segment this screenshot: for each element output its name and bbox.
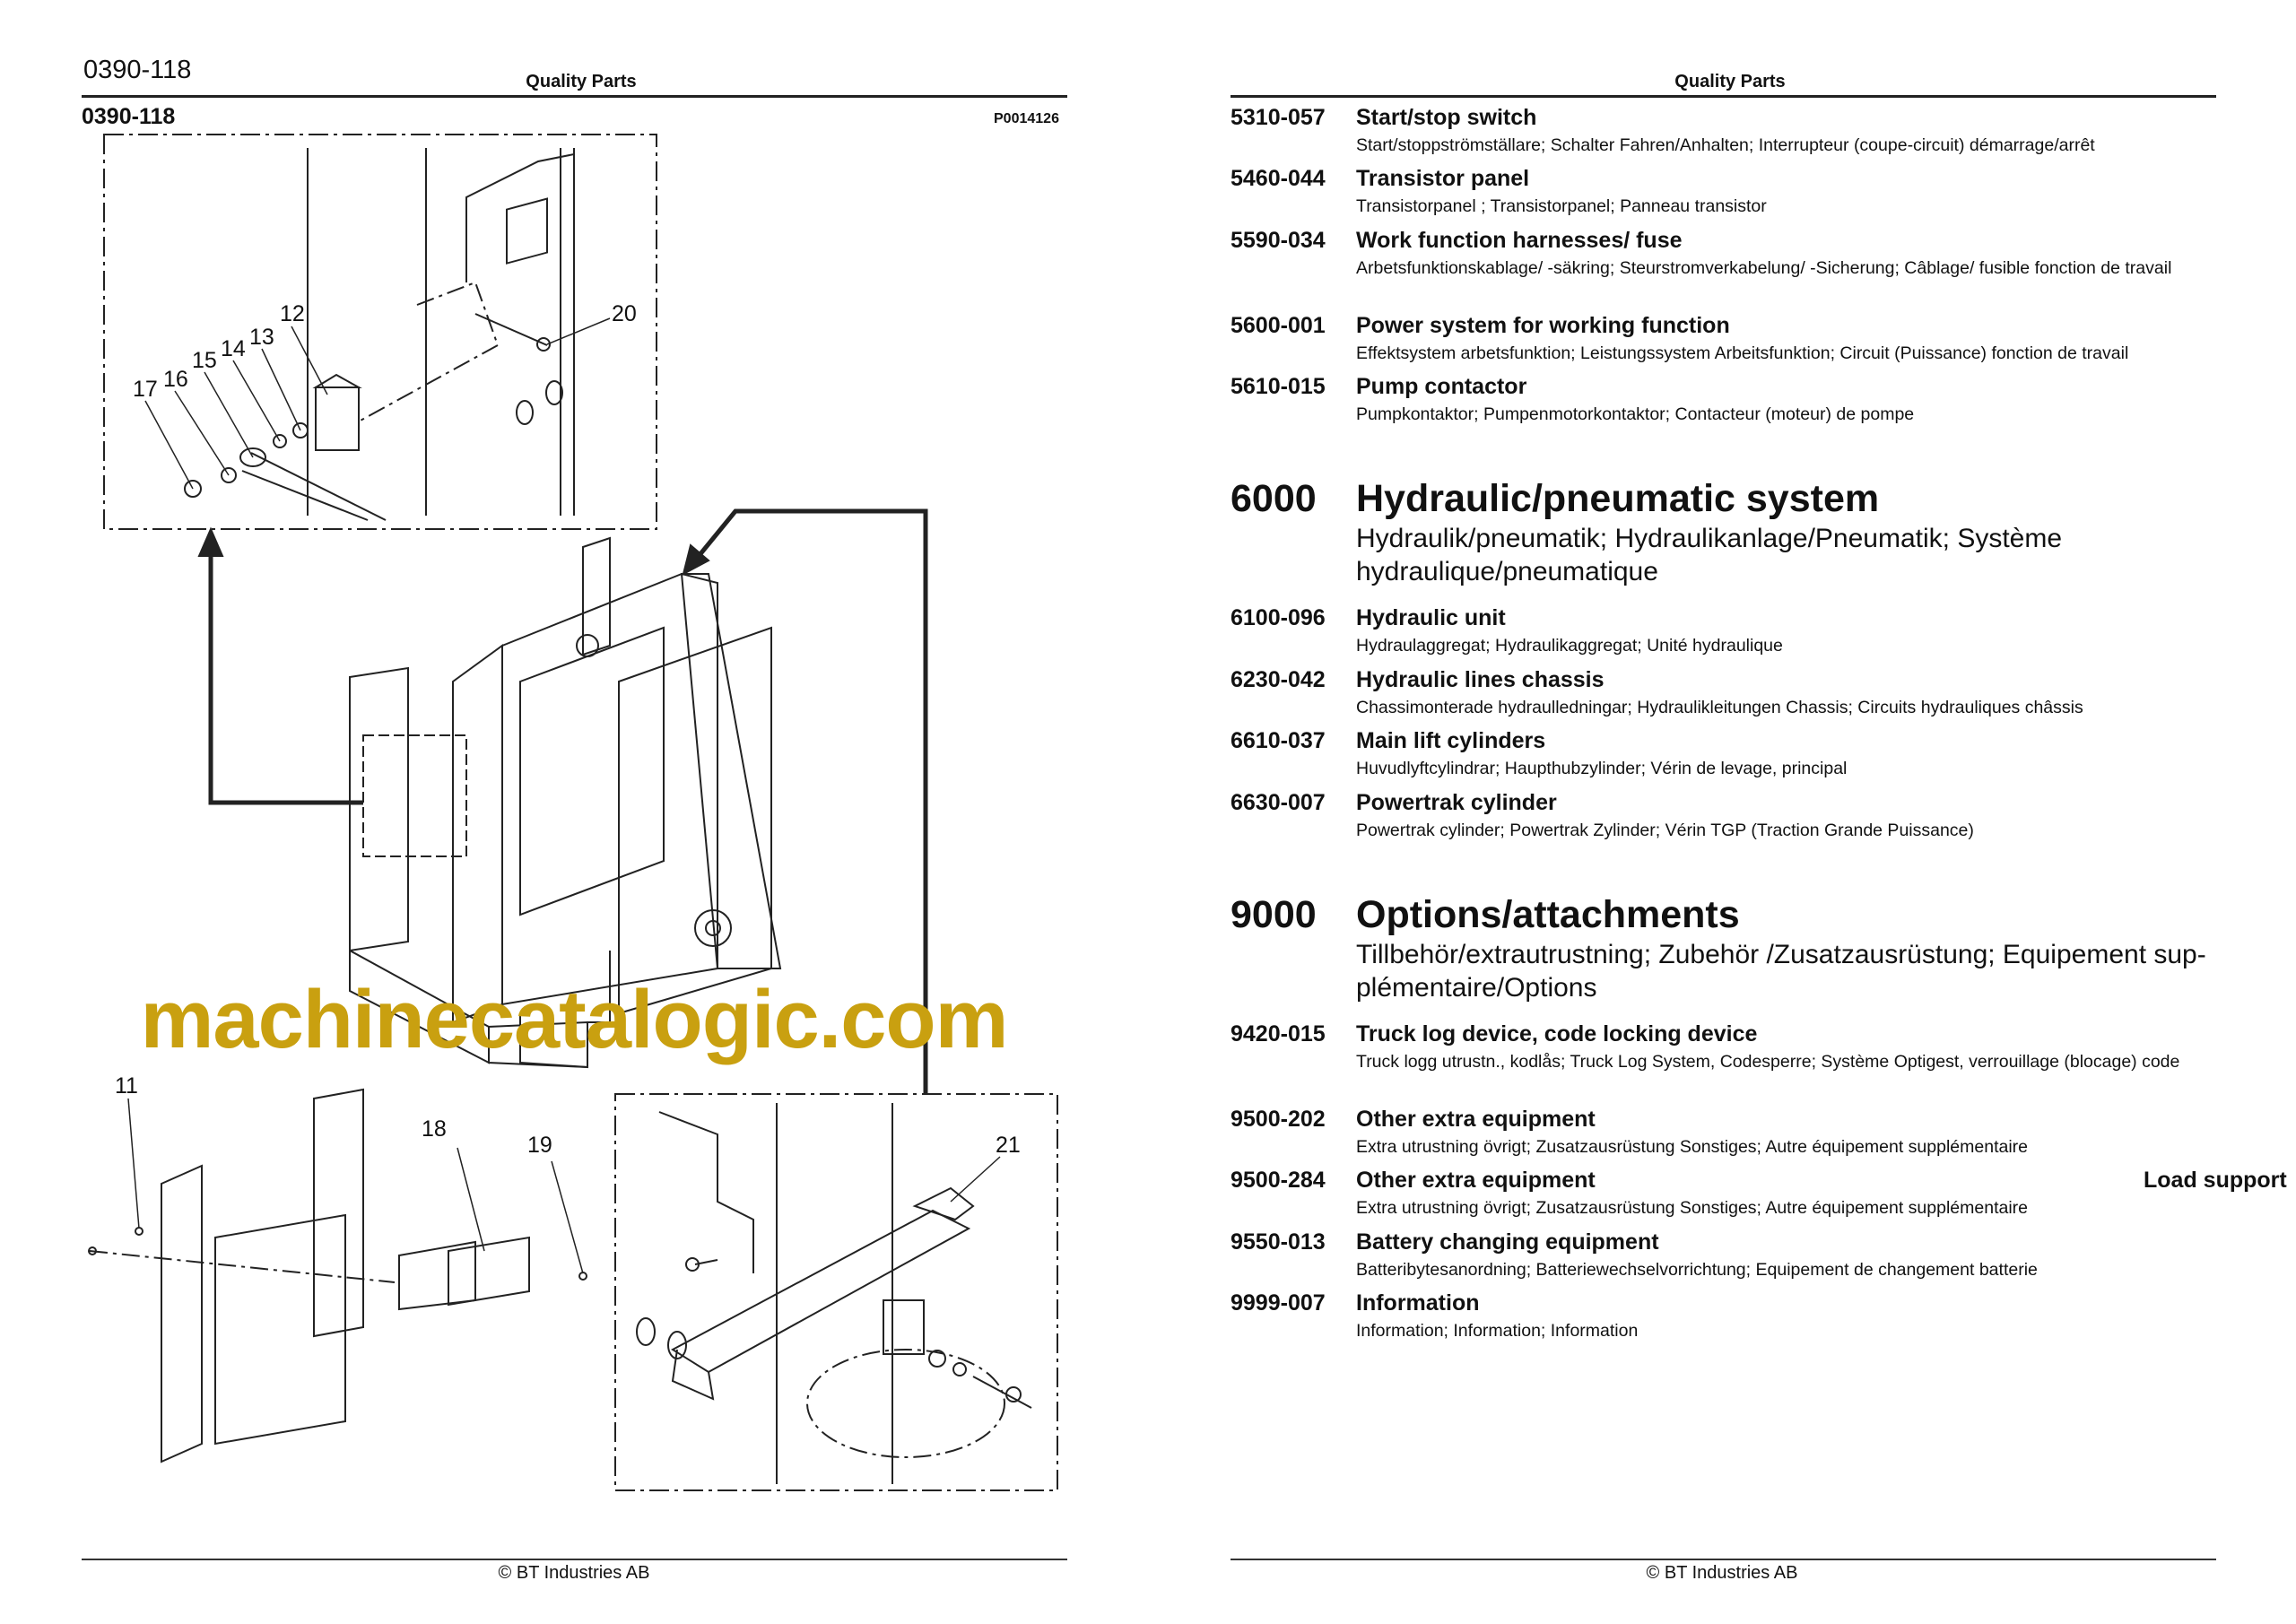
section-title: Hydraulic/pneumatic system <box>1356 477 1880 520</box>
entry-code: 9500-284 <box>1231 1168 1326 1193</box>
entry-title: Work function harnesses/ fuse <box>1356 228 1683 253</box>
arrow-head-icon <box>197 526 224 557</box>
leader-arrows <box>208 508 928 1094</box>
top-detail-drawing <box>144 148 611 521</box>
right-footer: © BT Industries AB <box>1646 1563 1798 1583</box>
section-code: 6000 <box>1231 477 1317 520</box>
callout-15: 15 <box>192 348 217 373</box>
entry-title: Hydraulic lines chassis <box>1356 667 1605 692</box>
entry-desc: Truck logg utrustn., kodlås; Truck Log S… <box>1356 1052 2180 1072</box>
section-title: Options/attachments <box>1356 893 1740 936</box>
callout-19: 19 <box>527 1133 552 1158</box>
callout-18: 18 <box>422 1116 447 1142</box>
section-subtitle: Hydraulik/pneumatik; Hydraulikanlage/Pne… <box>1356 524 2063 586</box>
entry-title: Hydraulic unit <box>1356 605 1506 630</box>
left-header: Quality Parts <box>526 72 637 91</box>
bottom-left-drawing <box>88 1088 587 1463</box>
entry-code: 6610-037 <box>1231 728 1326 753</box>
entry-code: 9550-013 <box>1231 1229 1326 1255</box>
entry-title: Pump contactor <box>1356 374 1527 399</box>
header-rule <box>82 95 1067 98</box>
callout-17: 17 <box>133 377 158 402</box>
main-frame-drawing <box>349 536 782 1069</box>
entry-desc: Chassimonterade hydraulledningar; Hydrau… <box>1356 698 2083 717</box>
entry-title: Power system for working function <box>1356 313 1730 338</box>
entry-desc: Information; Information; Information <box>1356 1321 1639 1341</box>
entry-title: Battery changing equipment <box>1356 1229 1659 1255</box>
callout-16: 16 <box>163 367 188 392</box>
entry-desc: Extra utrustning övrigt; Zusatzausrüstun… <box>1356 1198 2028 1218</box>
entry-title: Other extra equipment <box>1356 1107 1596 1132</box>
callout-14: 14 <box>221 336 246 361</box>
entry-code: 9500-202 <box>1231 1107 1326 1132</box>
watermark: machinecatalogic.com <box>140 974 1009 1065</box>
detail-box-top <box>103 134 657 530</box>
footer-rule <box>1231 1559 2216 1560</box>
entry-code: 5610-015 <box>1231 374 1326 399</box>
entry-code: 5460-044 <box>1231 166 1326 191</box>
footer-rule <box>82 1559 1067 1560</box>
figure-code: 0390-118 <box>82 104 176 129</box>
entry-title: Information <box>1356 1290 1480 1316</box>
entry-title: Main lift cylinders <box>1356 728 1546 753</box>
section-subtitle: Tillbehör/extrautrustning; Zubehör /Zusa… <box>1356 940 2206 1003</box>
entry-code: 6100-096 <box>1231 605 1326 630</box>
entry-desc: Start/stoppströmställare; Schalter Fahre… <box>1356 135 2095 155</box>
entry-code: 5600-001 <box>1231 313 1326 338</box>
entry-title: Truck log device, code locking device <box>1356 1021 1758 1046</box>
header-rule <box>1231 95 2216 98</box>
entry-desc: Transistorpanel ; Transistorpanel; Panne… <box>1356 196 1767 216</box>
figure-ref: P0014126 <box>994 111 1059 126</box>
entry-code: 9999-007 <box>1231 1290 1326 1316</box>
entry-desc: Pumpkontaktor; Pumpenmotorkontaktor; Con… <box>1356 404 1915 424</box>
entry-title: Start/stop switch <box>1356 105 1537 130</box>
entry-desc: Arbetsfunktionskablage/ -säkring; Steurs… <box>1356 258 2172 278</box>
entry-title: Other extra equipment <box>1356 1168 1596 1193</box>
arrow-head-icon <box>682 543 710 576</box>
right-header: Quality Parts <box>1674 72 1786 91</box>
entry-desc: Batteribytesanordning; Batteriewechselvo… <box>1356 1260 2038 1280</box>
entry-desc: Huvudlyftcylindrar; Haupthubzylinder; Vé… <box>1356 759 1848 778</box>
entry-desc: Effektsystem arbetsfunktion; Leistungssy… <box>1356 343 2129 363</box>
entry-title: Transistor panel <box>1356 166 1530 191</box>
entry-code: 6630-007 <box>1231 790 1326 815</box>
page-number: 0390-118 <box>83 56 192 84</box>
entry-desc: Powertrak cylinder; Powertrak Zylinder; … <box>1356 821 1974 840</box>
entry-extra-label: Load support <box>2144 1168 2287 1193</box>
callout-13: 13 <box>249 325 274 350</box>
entry-code: 5310-057 <box>1231 105 1326 130</box>
callout-21: 21 <box>996 1133 1021 1158</box>
callout-12: 12 <box>280 301 305 326</box>
entry-code: 9420-015 <box>1231 1021 1326 1046</box>
section-code: 9000 <box>1231 893 1317 936</box>
exploded-parts-diagram: 12 13 14 15 16 17 20 11 18 19 21 <box>88 134 1058 1491</box>
entry-code: 5590-034 <box>1231 228 1326 253</box>
callout-11: 11 <box>115 1073 138 1099</box>
entry-code: 6230-042 <box>1231 667 1326 692</box>
entry-title: Powertrak cylinder <box>1356 790 1557 815</box>
entry-desc: Extra utrustning övrigt; Zusatzausrüstun… <box>1356 1137 2028 1157</box>
bottom-right-detail-drawing <box>636 1103 1032 1484</box>
callout-20: 20 <box>612 301 637 326</box>
detail-box-bottom <box>614 1093 1058 1491</box>
left-footer: © BT Industries AB <box>498 1563 650 1583</box>
entry-desc: Hydraulaggregat; Hydraulikaggregat; Unit… <box>1356 636 1783 656</box>
